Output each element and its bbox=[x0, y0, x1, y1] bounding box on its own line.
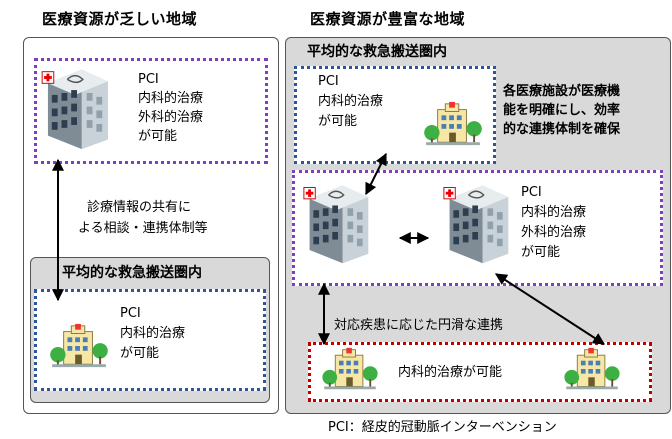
left-link-text-line-1: 診療情報の共有に bbox=[87, 200, 192, 215]
left-top-facility-line-3: 外科的治療 bbox=[138, 110, 204, 125]
right-top-facility-line-3: が可能 bbox=[318, 114, 358, 129]
right-note-line-1: 各医療施設が医療機 bbox=[503, 84, 621, 99]
left-top-facility-line-4: が可能 bbox=[138, 129, 178, 144]
right-region-title: 医療資源が豊富な地域 bbox=[310, 10, 466, 28]
right-top-facility-line-2: 内科的治療 bbox=[318, 94, 384, 109]
footnote: PCI：経皮的冠動脈インターベンション bbox=[328, 420, 557, 435]
right-link-text: 対応疾患に応じた円滑な連携 bbox=[334, 318, 504, 333]
right-bottom-facility-text: 内科的治療が可能 bbox=[398, 365, 503, 380]
right-middle-facility-line-1: PCI bbox=[521, 185, 542, 200]
right-middle-facility-line-3: 外科的治療 bbox=[521, 225, 587, 240]
right-transport-area-title: 平均的な救急搬送圏内 bbox=[307, 44, 447, 60]
left-bottom-facility-line-1: PCI bbox=[120, 306, 141, 321]
right-note-line-3: 的な連携体制を確保 bbox=[503, 122, 621, 137]
left-top-facility-line-2: 内科的治療 bbox=[138, 91, 204, 106]
left-link-text-line-2: よる相談・連携体制等 bbox=[78, 221, 208, 236]
right-middle-facility-line-4: が可能 bbox=[521, 245, 561, 260]
right-diagonal-link-arrow bbox=[494, 273, 606, 345]
left-top-facility-line-1: PCI bbox=[138, 72, 159, 87]
right-top-middle-link-arrow bbox=[365, 152, 387, 196]
right-note-line-2: 能を明確にし、効率 bbox=[503, 103, 621, 118]
left-bottom-facility-line-2: 内科的治療 bbox=[120, 326, 186, 341]
left-region-title: 医療資源が乏しい地域 bbox=[42, 10, 198, 28]
right-middle-facility-line-2: 内科的治療 bbox=[521, 205, 587, 220]
right-top-facility-line-1: PCI bbox=[318, 74, 339, 89]
left-bottom-facility-line-3: が可能 bbox=[120, 346, 160, 361]
left-transport-area-title: 平均的な救急搬送圏内 bbox=[62, 265, 202, 281]
